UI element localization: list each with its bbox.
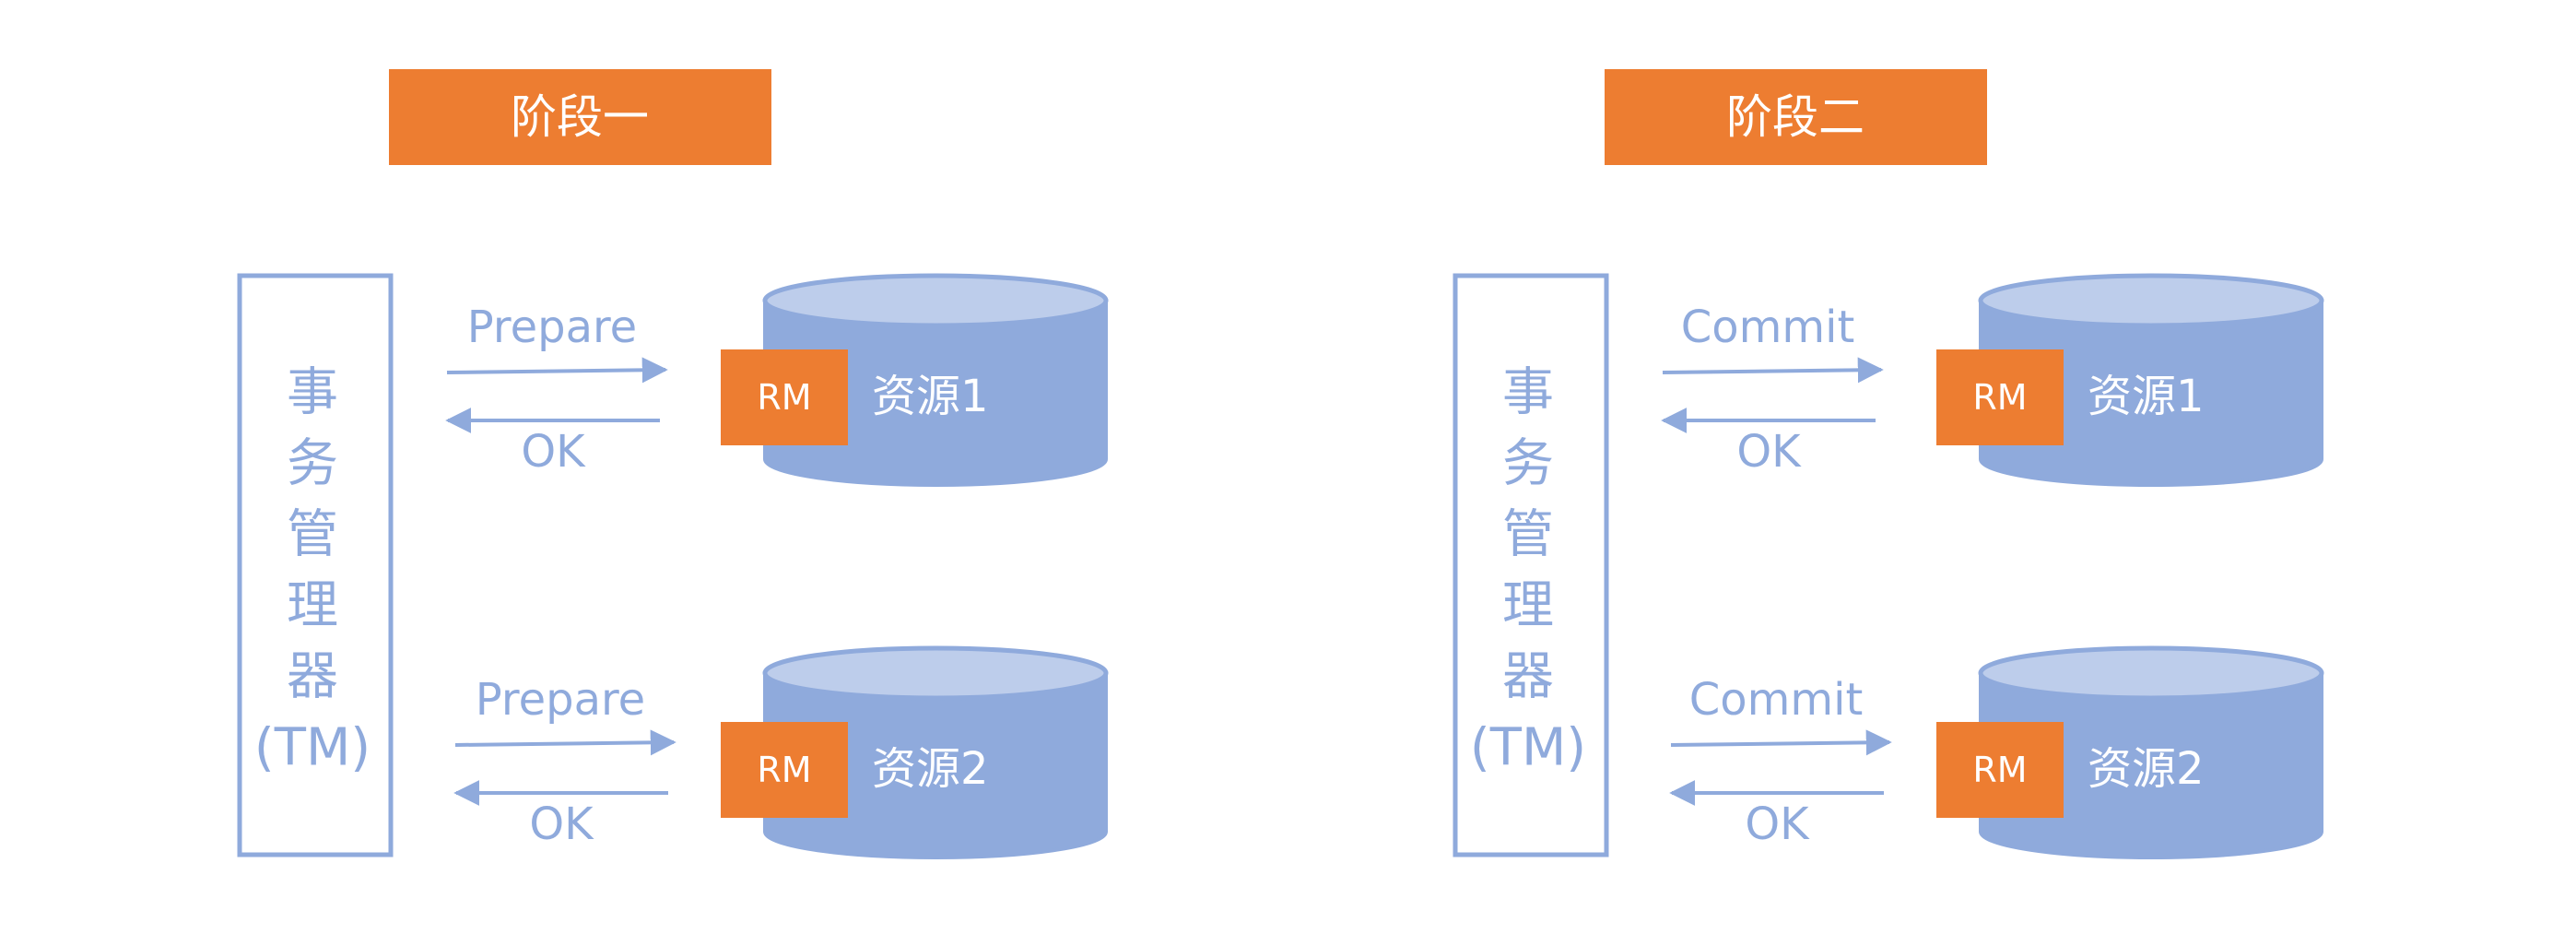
database-cylinder-top xyxy=(762,645,1109,701)
resource-name: 资源1 xyxy=(2088,371,2205,422)
stage-title: 阶段二 xyxy=(1726,90,1864,144)
tm-label-char: 器 xyxy=(287,647,338,707)
request-label: Prepare xyxy=(476,674,645,726)
database-cylinder-icon xyxy=(763,671,1108,859)
rm-label: RM xyxy=(757,750,811,790)
rm-box xyxy=(721,349,848,445)
tm-label-char: 事 xyxy=(287,363,338,423)
rm-label: RM xyxy=(1972,750,2027,790)
database-cylinder-icon xyxy=(1979,671,2323,859)
resource-name: 资源2 xyxy=(872,743,989,795)
transaction-manager-box xyxy=(1453,273,1609,857)
tm-label-char: 事 xyxy=(1502,363,1554,423)
tm-label-char: 理 xyxy=(287,576,338,636)
tm-label-char: 器 xyxy=(1502,647,1554,707)
response-label: OK xyxy=(521,426,586,478)
stage-header xyxy=(389,69,771,165)
tm-label-char: 理 xyxy=(1502,576,1554,636)
tm-label-char: 务 xyxy=(287,434,338,494)
tm-label-char: 务 xyxy=(1502,434,1554,494)
tm-label-char: (TM) xyxy=(1470,718,1586,778)
response-label: OK xyxy=(1736,426,1802,478)
rm-label: RM xyxy=(757,377,811,418)
request-label: Prepare xyxy=(467,302,637,353)
rm-box xyxy=(1936,349,2064,445)
request-arrow xyxy=(446,357,668,384)
request-label: Commit xyxy=(1689,674,1864,726)
rm-box xyxy=(721,722,848,818)
stage-header xyxy=(1605,69,1987,165)
database-cylinder-top xyxy=(1978,273,2324,328)
database-cylinder-icon xyxy=(1979,299,2323,487)
resource-name: 资源2 xyxy=(2088,743,2205,795)
response-label: OK xyxy=(1745,798,1810,850)
rm-label: RM xyxy=(1972,377,2027,418)
tm-label-char: 管 xyxy=(287,505,338,565)
response-label: OK xyxy=(529,798,594,850)
stage-title: 阶段一 xyxy=(511,90,649,144)
request-label: Commit xyxy=(1681,302,1855,353)
resource-name: 资源1 xyxy=(872,371,989,422)
database-cylinder-top xyxy=(762,273,1109,328)
request-arrow xyxy=(454,729,676,756)
request-arrow xyxy=(1670,729,1892,756)
tm-label-char: 管 xyxy=(1502,505,1554,565)
tm-label-char: (TM) xyxy=(254,718,371,778)
database-cylinder-top xyxy=(1978,645,2324,701)
request-arrow xyxy=(1662,357,1884,384)
transaction-manager-box xyxy=(237,273,394,857)
rm-box xyxy=(1936,722,2064,818)
database-cylinder-icon xyxy=(763,299,1108,487)
